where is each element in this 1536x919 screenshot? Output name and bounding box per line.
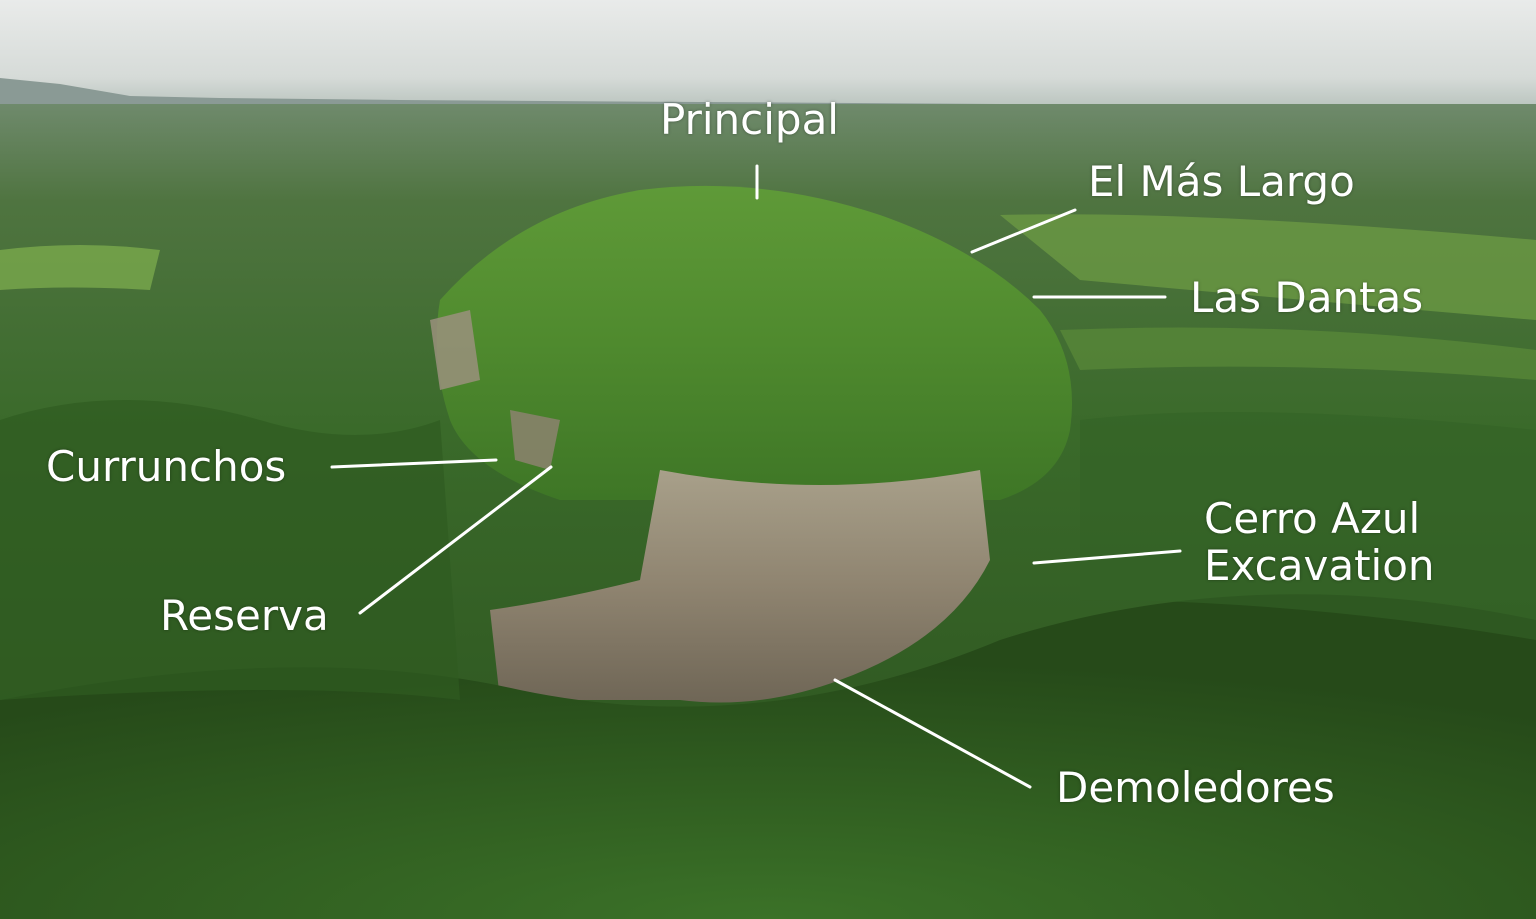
label-principal: Principal bbox=[660, 95, 839, 144]
label-reserva: Reserva bbox=[160, 591, 329, 640]
label-las-dantas: Las Dantas bbox=[1190, 273, 1424, 322]
pasture-right bbox=[1000, 214, 1536, 320]
label-currunchos: Currunchos bbox=[46, 442, 287, 491]
label-cerro-azul-excavation: Cerro Azul Excavation bbox=[1204, 495, 1435, 589]
forest-left bbox=[0, 400, 460, 700]
cliff-left-lower bbox=[510, 410, 560, 470]
pasture-right-lower bbox=[1060, 327, 1536, 380]
cliff-left bbox=[430, 310, 480, 390]
label-el-mas-largo: El Más Largo bbox=[1088, 157, 1355, 206]
mesa-canopy bbox=[436, 185, 1073, 500]
sky bbox=[0, 0, 1536, 110]
forest-right bbox=[1080, 412, 1536, 640]
clearing-left bbox=[0, 245, 160, 290]
label-cerro-azul-line2: Excavation bbox=[1204, 541, 1435, 591]
mesa-cliff bbox=[490, 470, 990, 703]
distant-mountains bbox=[0, 78, 1536, 112]
label-cerro-azul-line1: Cerro Azul bbox=[1204, 494, 1421, 543]
label-demoledores: Demoledores bbox=[1056, 763, 1335, 812]
